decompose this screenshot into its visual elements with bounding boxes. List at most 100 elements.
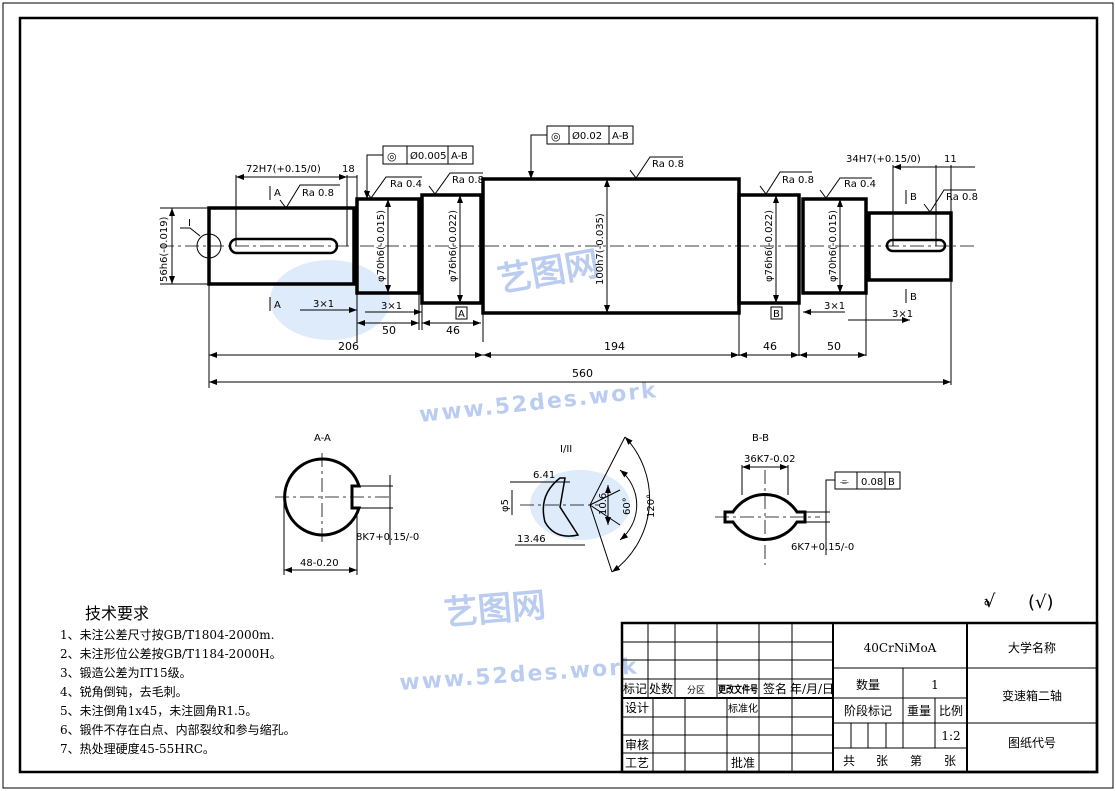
tech-items-6-text: 7、热处理硬度45-55HRC。 bbox=[60, 741, 215, 756]
title_block-quantity_label-text: 数量 bbox=[856, 677, 880, 692]
watermark-url-text: www.52des.work bbox=[418, 378, 659, 428]
title_block-header-3-text: 更改文件号 bbox=[718, 683, 758, 696]
title_block-sheets-1-text: 张 bbox=[876, 754, 888, 768]
tech-items-3-text: 4、锐角倒钝，去毛刺。 bbox=[60, 685, 188, 699]
tech-items-0-text: 1、未注公差尺寸按GB/T1804-2000m. bbox=[60, 627, 274, 642]
main_view-datums-b-text: B bbox=[773, 309, 780, 320]
datum-a bbox=[455, 306, 468, 320]
section_bb-fcf-symbol-text: ⌯ bbox=[840, 475, 849, 488]
main_view-dims-key_right-text: 34H7(+0.15/0) bbox=[846, 154, 921, 165]
main_view-datums-a-text: A bbox=[458, 309, 465, 320]
detail-d5-text: φ5 bbox=[500, 499, 511, 512]
main_view-fcf2-datum-text: A-B bbox=[612, 131, 629, 142]
keyway-right bbox=[885, 238, 947, 253]
detail-a120-text: 120° bbox=[646, 494, 657, 518]
title_block-scale_label-text: 比例 bbox=[939, 704, 963, 718]
general-surface-note: √ (√) bbox=[984, 591, 1054, 613]
detail-a60-text: 60° bbox=[622, 497, 633, 515]
tech-items-2-text: 3、锻造公差为IT15级。 bbox=[60, 666, 192, 680]
section_bb-fcf-datum-text: B bbox=[888, 477, 895, 488]
title_block-scale-text: 1:2 bbox=[941, 729, 960, 743]
main_view-dims-d70a-text: φ70h6(-0.015) bbox=[376, 210, 387, 282]
title_block-design-text: 设计 bbox=[625, 701, 649, 715]
shaft-segment-56 bbox=[207, 206, 356, 286]
main_view-dims-len46a-text: 46 bbox=[446, 324, 460, 337]
title_block-quantity-text: 1 bbox=[931, 678, 939, 692]
title_block-sheets-2-text: 第 bbox=[910, 754, 922, 768]
main_view-dims-len46b-text: 46 bbox=[763, 340, 777, 353]
main_view-roughness-0-text: Ra 0.8 bbox=[302, 188, 334, 199]
detail-d106-text: 10.6 bbox=[598, 493, 609, 515]
fcf-coaxiality-1: ◎ Ø0.005 A-B bbox=[364, 145, 474, 199]
main_view-roughness-6-text: Ra 0.8 bbox=[946, 192, 978, 203]
main_view-dims-len194-text: 194 bbox=[604, 340, 625, 353]
shaft-segment-end bbox=[867, 211, 953, 282]
shaft-segment-70-right bbox=[801, 197, 868, 295]
detail-d641-text: 6.41 bbox=[533, 470, 555, 481]
main_view-dims-ch1-text: 3×1 bbox=[313, 299, 334, 310]
section_aa-width-text: 48-0.20 bbox=[300, 558, 339, 569]
surface_note-bracket-text: (√) bbox=[1028, 592, 1054, 613]
detail-d1346-text: 13.46 bbox=[517, 534, 546, 545]
main_view-dims-len50b-text: 50 bbox=[827, 340, 841, 353]
title_block-material-text: 40CrNiMoA bbox=[864, 641, 937, 655]
title_block-review-text: 审核 bbox=[625, 737, 649, 752]
drawing-frame bbox=[18, 16, 1099, 774]
main_view-roughness-3-text: Ra 0.8 bbox=[652, 159, 684, 170]
section_bb-fcf-tol-text: 0.08 bbox=[861, 477, 883, 488]
main_view-section_marks-detail-text: I bbox=[188, 218, 191, 229]
title_block-header-0-text: 标记 bbox=[623, 682, 647, 696]
roughness-symbols: Ra 0.8 Ra 0.4 Ra 0.8 Ra 0.8 Ra 0.8 Ra 0.… bbox=[279, 156, 978, 213]
main_view-roughness-4-text: Ra 0.8 bbox=[782, 175, 814, 186]
tech-items-4-text: 5、未注倒角1x45，未注圆角R1.5。 bbox=[60, 703, 257, 718]
main_view-dims-d70b-text: φ70h6(-0.015) bbox=[828, 210, 839, 282]
title_block-sheets-0-text: 共 bbox=[843, 754, 855, 768]
tech-title-text: 技术要求 bbox=[85, 604, 149, 623]
watermark-cn-text: 艺图网 bbox=[442, 585, 547, 634]
title_block-school-text: 大学名称 bbox=[1008, 640, 1056, 655]
shaft-segment-76-right bbox=[737, 193, 801, 305]
title-block: 标记 处数 分区 更改文件号 签名 年/月/日 设计 标准化 审核 工艺 批准 … bbox=[620, 621, 1099, 774]
main_view-roughness-5-text: Ra 0.4 bbox=[844, 179, 876, 190]
section_bb-width-text: 36K7-0.02 bbox=[744, 454, 796, 465]
main_view-dims-key_left-text: 72H7(+0.15/0) bbox=[246, 164, 321, 175]
main_view-dims-len560-text: 560 bbox=[572, 367, 593, 380]
main_view-fcf1-tol-text: Ø0.005 bbox=[410, 150, 447, 162]
main_view-dims-k18-text: 18 bbox=[342, 164, 355, 175]
detail-circle bbox=[196, 233, 222, 259]
main_view-fcf1-symbol-text: ◎ bbox=[387, 150, 397, 163]
main_view-roughness-2-text: Ra 0.8 bbox=[452, 175, 484, 186]
main_view-section_marks-a2-text: A bbox=[274, 300, 281, 311]
shaft-main-view: I 56h6(-0.019) φ70h6(-0.015) φ76h6(-0.02… bbox=[159, 125, 978, 388]
section_bb-title-text: B-B bbox=[752, 433, 769, 444]
title_block-standard-text: 标准化 bbox=[728, 702, 758, 715]
detail-center-hole: I/II 6.41 13.46 φ5 10.6 60° 120° bbox=[500, 436, 657, 573]
surface_note-symbol-text: √ bbox=[984, 591, 996, 612]
main_view-dims-len206-text: 206 bbox=[338, 340, 359, 353]
title_block-drawing_no-text: 图纸代号 bbox=[1008, 736, 1056, 750]
main_view-roughness-1-text: Ra 0.4 bbox=[390, 179, 422, 190]
main_view-dims-k11-text: 11 bbox=[944, 154, 957, 165]
tech-items-5-text: 6、锻件不存在白点、内部裂纹和参与缩孔。 bbox=[60, 722, 296, 737]
main_view-dims-d76a-text: φ76h6(-0.022) bbox=[448, 210, 459, 282]
section-bb: B-B 36K7-0.02 6K7+0.15/-0 ⌯ 0.08 B bbox=[715, 433, 901, 565]
datum-b bbox=[770, 306, 783, 320]
main_view-dims-d56-text: 56h6(-0.019) bbox=[159, 216, 170, 282]
main_view-dims-len50a-text: 50 bbox=[382, 324, 396, 337]
title_block-header-5-text: 年/月/日 bbox=[790, 682, 834, 696]
shaft-segment-76 bbox=[420, 193, 483, 305]
detail-title-text: I/II bbox=[560, 444, 572, 455]
watermark-cn-text: 艺图网 bbox=[495, 244, 602, 301]
main_view-dims-ch3-text: 3×1 bbox=[824, 301, 845, 312]
title_block-part_name-text: 变速箱二轴 bbox=[1002, 688, 1062, 703]
section_aa-key-text: 8K7+0.15/-0 bbox=[356, 532, 419, 543]
title_block-stage_label-text: 阶段标记 bbox=[844, 703, 892, 718]
title_block-sheets-3-text: 张 bbox=[944, 754, 956, 768]
main_view-fcf2-tol-text: Ø0.02 bbox=[572, 130, 602, 142]
technical-requirements: 技术要求 1、未注公差尺寸按GB/T1804-2000m. 2、未注形位公差按G… bbox=[60, 604, 296, 756]
main_view-fcf1-datum-text: A-B bbox=[451, 151, 468, 162]
main_view-dims-ch2-text: 3×1 bbox=[381, 301, 402, 312]
main_view-section_marks-b2-text: B bbox=[910, 292, 917, 303]
title_block-header-2-text: 分区 bbox=[687, 685, 705, 696]
